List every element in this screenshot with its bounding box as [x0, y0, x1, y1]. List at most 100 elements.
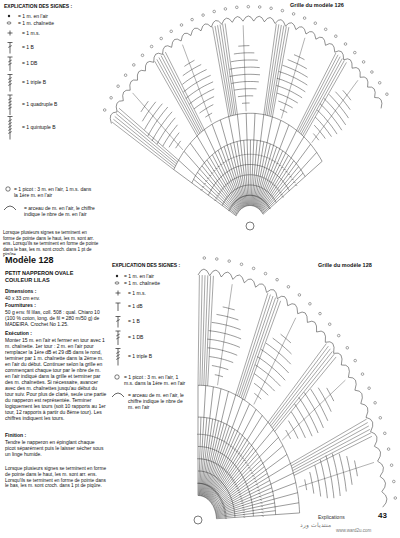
chart-stroke	[254, 478, 256, 480]
scallop	[233, 275, 244, 283]
scallop	[254, 16, 265, 22]
chart-stroke	[204, 423, 224, 497]
note: Lorsque plusieurs signes se terminent en…	[5, 466, 109, 489]
chart-stroke	[293, 429, 370, 470]
chart-stroke	[230, 446, 233, 448]
chart-stroke	[269, 26, 284, 116]
chart-stroke	[241, 503, 243, 505]
chart-stroke	[274, 161, 277, 162]
chart-stroke	[211, 172, 213, 174]
chart-stroke	[253, 115, 264, 206]
legend-text: = arceau de m. en l'air, le chiffre indi…	[24, 205, 96, 217]
chart-stroke	[261, 177, 263, 178]
chart-stroke	[229, 208, 231, 209]
chart-stroke	[243, 514, 245, 516]
chart-stroke	[159, 57, 200, 133]
chart-stroke	[220, 120, 244, 207]
chart-stroke	[266, 157, 269, 158]
chart-stroke	[263, 177, 265, 178]
chart-stroke	[10, 75, 11, 92]
picot	[252, 267, 255, 270]
chart-stroke	[269, 346, 328, 424]
stitch-symbol	[112, 393, 124, 397]
chart-stroke	[269, 208, 271, 209]
scallop	[316, 37, 326, 45]
chart-stroke	[207, 177, 209, 179]
chart-stroke	[116, 352, 120, 354]
chart-stroke	[8, 126, 12, 128]
scallop	[154, 53, 163, 62]
scallop	[145, 61, 153, 70]
field-heading: Finition :	[5, 432, 65, 438]
chart-stroke	[252, 154, 255, 155]
picot	[203, 257, 206, 260]
chart-stroke	[213, 170, 216, 172]
subtitle: PETIT NAPPERON OVALE COULEUR LILAS	[5, 270, 77, 283]
page-number: 43	[378, 511, 396, 521]
chart-stroke	[230, 206, 232, 207]
chart-stroke	[273, 354, 334, 429]
chart-stroke	[205, 180, 207, 182]
picot	[335, 35, 338, 38]
chart-stroke	[8, 132, 12, 134]
scallop	[325, 342, 334, 354]
chart-stroke	[116, 114, 176, 164]
chart-stroke	[261, 199, 263, 200]
chart-stroke	[194, 179, 237, 215]
chart-stroke	[221, 500, 223, 501]
chart-stroke	[236, 486, 238, 488]
chart-stroke	[8, 129, 12, 131]
picot	[303, 17, 306, 20]
scallop	[275, 20, 286, 26]
chart-stroke	[265, 178, 267, 179]
chart-stroke	[234, 178, 236, 179]
scallop	[191, 28, 201, 36]
picot	[270, 7, 273, 10]
picot	[354, 359, 357, 362]
chart-stroke	[272, 27, 288, 117]
chart-stroke	[223, 24, 236, 115]
chart-stroke	[270, 182, 272, 183]
picot	[346, 347, 349, 350]
scallop	[267, 289, 278, 298]
chart-stroke	[10, 31, 11, 36]
chart-stroke	[197, 136, 240, 210]
chart-stroke	[267, 180, 269, 181]
scallop	[368, 87, 376, 98]
chart-stroke	[118, 291, 119, 296]
picot	[292, 13, 295, 16]
chart-stroke	[227, 183, 229, 184]
chart-stroke	[272, 183, 274, 184]
field-text: 50 g env. fil lilas, coll. 508 : qual. C…	[5, 309, 105, 327]
scallop	[277, 296, 287, 306]
chart-stroke	[279, 165, 282, 166]
chart-stroke	[204, 183, 206, 185]
stitch-symbol	[7, 22, 11, 24]
scallop	[264, 17, 275, 23]
legend-text: = 1 m. chaînette	[124, 280, 186, 286]
page-footer: Explications	[318, 514, 360, 520]
field-text: 40 x 33 cm env.	[5, 295, 95, 301]
chart-stroke	[234, 482, 236, 484]
chart-stroke	[197, 434, 200, 435]
chart-stroke	[271, 26, 287, 116]
chart-stroke	[222, 162, 225, 163]
picot	[368, 387, 371, 390]
chart-stroke	[219, 439, 222, 440]
chart-stroke	[240, 498, 242, 500]
chart-stroke	[8, 60, 12, 62]
chart-stroke	[312, 80, 358, 142]
chart-stroke	[242, 457, 245, 459]
chart-stroke	[256, 484, 258, 486]
picot	[386, 93, 389, 96]
picot	[240, 263, 243, 266]
chart-stroke	[8, 123, 12, 125]
chart-stroke	[203, 421, 219, 497]
chart-stroke	[225, 442, 228, 443]
scallop	[137, 70, 145, 80]
chart-stroke	[293, 181, 295, 183]
field-text: Tendre le napperon en épinglant chaque p…	[5, 439, 105, 457]
chart-stroke	[258, 155, 261, 156]
chart-stroke	[298, 55, 338, 132]
scallop	[211, 20, 222, 27]
